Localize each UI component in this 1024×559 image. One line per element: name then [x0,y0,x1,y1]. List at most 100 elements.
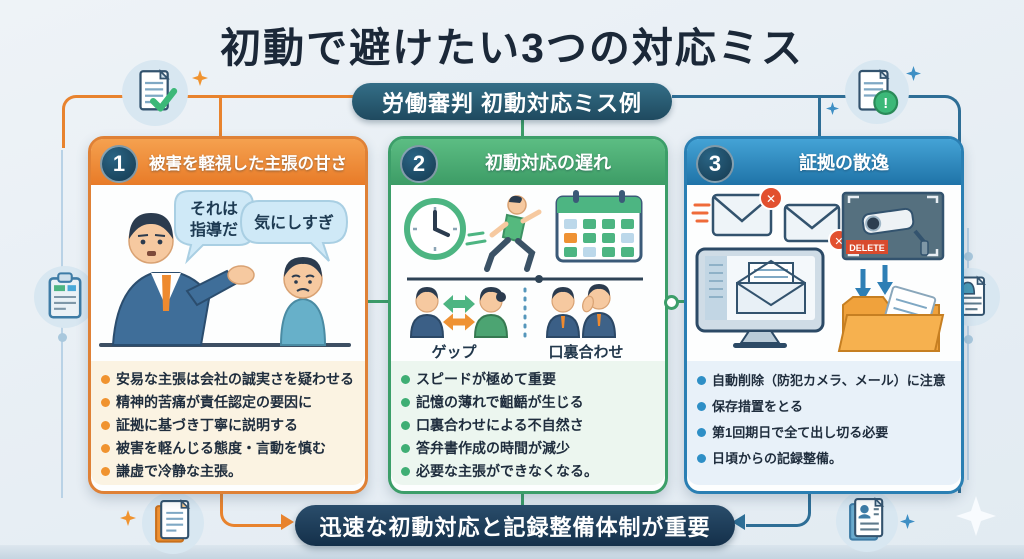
bullet-dot-icon [101,467,110,476]
bullet-dot-icon [101,421,110,430]
bullet-dot-icon [101,444,110,453]
bottom-badge: 迅速な初動対応と記録整備体制が重要 [295,505,735,546]
footer-strip [0,545,1024,559]
document-check-icon [122,60,188,126]
connector-green-node [664,295,679,310]
top-badge: 労働審判 初動対応ミス例 [352,83,672,120]
sparkle-icon [956,496,996,541]
arrow-left-icon [732,514,745,530]
sparkle-icon [120,510,136,531]
bullet-item: 安易な主張は会社の誠実さを疑わせる [101,368,357,391]
archive-arrow-icon [855,265,893,301]
speech-bubble-1: それは 指導だ [174,190,254,265]
bullet-dot-icon [401,398,410,407]
bullet-item: 謙虚で冷静な主張。 [101,460,357,483]
card1-illustration: それは 指導だ 気にしすぎ [91,185,365,361]
monitor-email-icon [695,247,825,348]
bullet-dot-icon [101,398,110,407]
connector-orange-bottom [220,488,285,527]
personnel-record-icon [836,490,898,552]
card2-header: 2 初動対応の遅れ [391,139,665,185]
card1-title: 被害を軽視した主張の甘さ [149,155,347,173]
arrow-right-icon [281,514,294,530]
svg-text:✕: ✕ [834,236,843,248]
speech-bubble-2: 気にしすぎ [239,200,349,262]
bullet-dot-icon [697,402,706,411]
svg-text:指導だ: 指導だ [190,220,238,239]
card1-bullet-list: 安易な主張は会社の誠実さを疑わせる 精神的苦痛が責任認定の要因に 証拠に基づき丁… [91,361,365,485]
connector-blue-bottom [746,488,811,527]
bullet-item: 必要な主張ができなくなる。 [401,460,657,483]
boss-hand [227,265,255,285]
evidence-loss-illustration: ✕ ✕ [691,186,945,352]
gap-label: ゲップ [431,343,477,361]
card2-number-badge: 2 [400,145,438,183]
cctv-camera-icon: DELETE [841,191,945,261]
sparkle-icon [906,66,921,86]
bullet-item: 第1回期日で全て出し切る必要 [697,420,953,446]
evidence-folder-icon [837,285,945,352]
bullet-dot-icon [697,428,706,437]
bullet-text: 被害を軽んじる態度・言動を慎む [116,440,326,456]
card-mistake-3: 3 証拠の散逸 ✕ ✕ [684,136,964,494]
deleted-email-icon: ✕ [711,186,783,237]
card-mistake-1: 1 被害を軽視した主張の甘さ [88,136,368,494]
svg-text:それは: それは [190,200,238,218]
connector-green-card2-to-badge [521,487,524,506]
bullet-text: 第1回期日で全て出し切る必要 [712,425,889,440]
connector-light-right [967,228,969,480]
bullet-item: 口裏合わせによる不自然さ [401,414,657,437]
card1-header: 1 被害を軽視した主張の甘さ [91,139,365,185]
card3-illustration: ✕ ✕ [687,185,961,361]
boss-dismissing-victim-illustration: それは 指導だ 気にしすぎ [99,190,351,347]
card2-illustration: ゲップ 口裏合わせ [391,185,665,361]
svg-text:✕: ✕ [766,192,776,206]
delete-label: DELETE [849,243,885,253]
employee-body [279,297,327,346]
sparkle-icon [826,102,839,120]
bullet-dot-icon [401,421,410,430]
deleted-email-icon: ✕ [783,203,850,251]
bullet-text: 自動削除（防犯カメラ、メール）に注意 [712,373,946,388]
documents-stack-icon [142,492,204,554]
card-mistake-2: 2 初動対応の遅れ [388,136,668,494]
bullet-item: 保存措置をとる [697,394,953,420]
bullet-text: 精神的苦痛が責任認定の要因に [116,394,312,410]
connector-dot [964,335,973,344]
connector-orange-drop-card1 [219,97,222,137]
bullet-item: 被害を軽んじる態度・言動を慎む [101,437,357,460]
connector-green-badge-to-card2 [521,117,524,137]
card2-title: 初動対応の遅れ [485,153,611,173]
bullet-item: 記憶の薄れで齟齬が生じる [401,391,657,414]
sparkle-icon [192,70,208,91]
clipboard-icon [34,266,96,328]
bullet-item: 自動削除（防犯カメラ、メール）に注意 [697,368,953,394]
bullet-dot-icon [697,376,706,385]
bullet-text: 日頃からの記録整備。 [712,451,843,466]
running-person-icon [484,195,542,272]
bullet-text: 答弁書作成の時間が減少 [416,440,570,456]
card3-bullet-list: 自動削除（防犯カメラ、メール）に注意 保存措置をとる 第1回期日で全て出し切る必… [687,361,961,485]
bullet-item: 証拠に基づき丁寧に説明する [101,414,357,437]
collusion-label: 口裏合わせ [548,343,623,361]
card2-bullet-list: スピードが極めて重要 記憶の薄れで齟齬が生じる 口裏合わせによる不自然さ 答弁書… [391,361,665,485]
bullet-text: 記憶の薄れで齟齬が生じる [416,394,584,410]
document-alert-icon: ! [845,60,909,124]
bullet-item: スピードが極めて重要 [401,368,657,391]
whispering-people-icon [545,284,617,338]
card3-title: 証拠の散逸 [799,153,889,173]
bullet-item: 精神的苦痛が責任認定の要因に [101,391,357,414]
bullet-item: 答弁書作成の時間が減少 [401,437,657,460]
bullet-text: 口裏合わせによる不自然さ [416,417,584,433]
bullet-dot-icon [401,375,410,384]
calendar-icon [555,190,643,263]
svg-text:!: ! [883,96,888,112]
bullet-text: 証拠に基づき丁寧に説明する [116,417,298,433]
svg-text:気にしすぎ: 気にしすぎ [254,213,334,232]
bullet-dot-icon [401,467,410,476]
clock-icon [404,198,487,260]
bullet-text: 保存措置をとる [712,399,804,414]
card3-number-badge: 3 [696,145,734,183]
delay-illustration: ゲップ 口裏合わせ [404,190,643,361]
